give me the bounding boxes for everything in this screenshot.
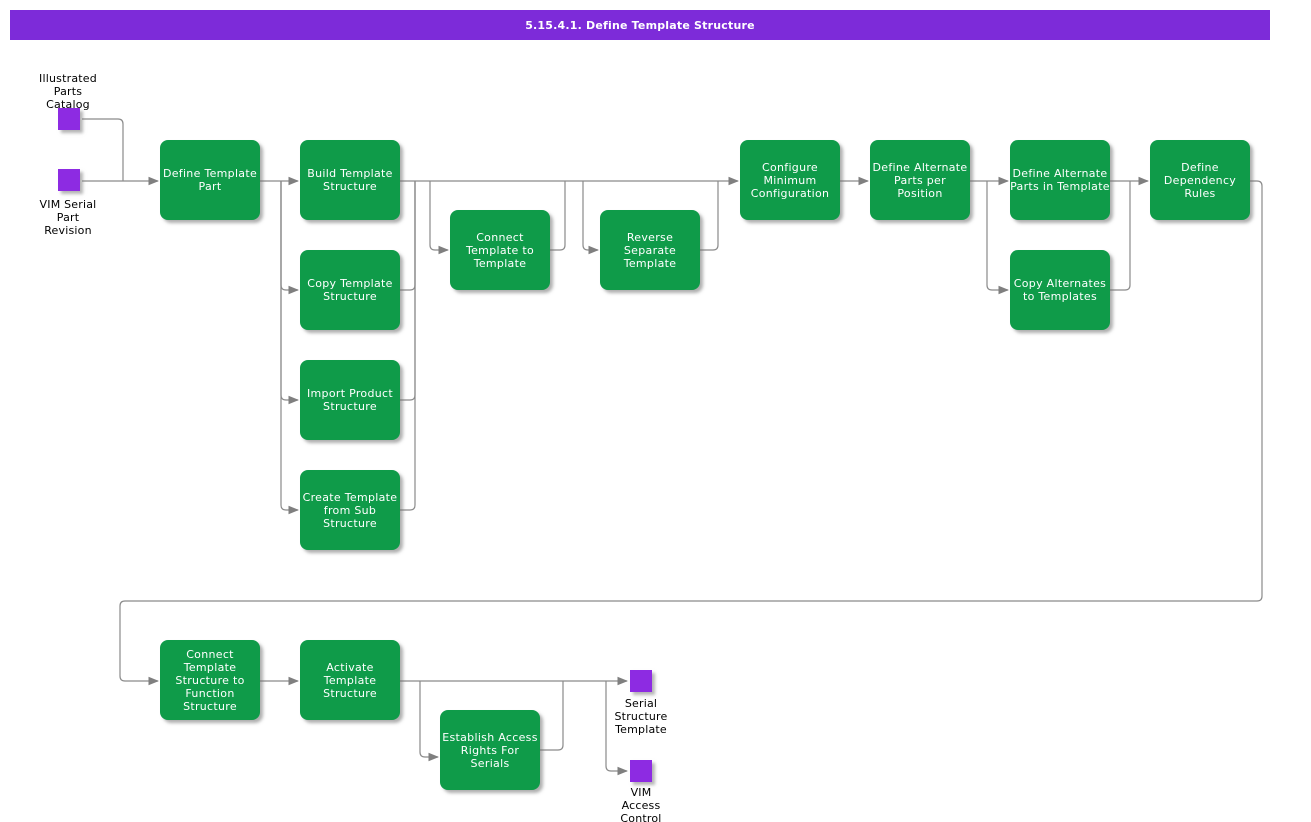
task-define-template-part[interactable]: Define Template Part (160, 140, 260, 220)
task-label: Activate Template Structure (323, 660, 377, 700)
task-label: Create Template from Sub Structure (302, 490, 398, 530)
task-establish-access-rights-for-serials[interactable]: Establish Access Rights For Serials (440, 710, 540, 790)
task-label: Connect Template to Template (465, 230, 535, 270)
vim-serial-part-revision-icon[interactable] (58, 169, 80, 191)
artifact-label-serial-structure-template: Serial Structure Template (614, 697, 668, 736)
task-label: Define Alternate Parts in Template (1010, 167, 1110, 193)
page-title: 5.15.4.1. Define Template Structure (10, 10, 1270, 40)
task-label: Define Template Part (162, 167, 258, 193)
task-configure-minimum-configuration[interactable]: Configure Minimum Configuration (740, 140, 840, 220)
task-label: Establish Access Rights For Serials (442, 730, 538, 770)
task-reverse-separate-template[interactable]: Reverse Separate Template (600, 210, 700, 290)
task-build-template-structure[interactable]: Build Template Structure (300, 140, 400, 220)
serial-structure-template-icon[interactable] (630, 670, 652, 692)
task-label: Copy Alternates to Templates (1013, 277, 1107, 303)
task-copy-template-structure[interactable]: Copy Template Structure (300, 250, 400, 330)
illustrated-parts-catalog-icon[interactable] (58, 108, 80, 130)
task-connect-template-structure-to-function-structure[interactable]: Connect Template Structure to Function S… (160, 640, 260, 720)
task-label: Define Dependency Rules (1163, 160, 1237, 200)
task-copy-alternates-to-templates[interactable]: Copy Alternates to Templates (1010, 250, 1110, 330)
task-label: Build Template Structure (307, 167, 393, 193)
task-import-product-structure[interactable]: Import Product Structure (300, 360, 400, 440)
task-activate-template-structure[interactable]: Activate Template Structure (300, 640, 400, 720)
task-label: Copy Template Structure (307, 277, 393, 303)
artifact-label-vim-serial-part-revision: VIM Serial Part Revision (39, 198, 97, 237)
artifact-label-vim-access-control: VIM Access Control (620, 786, 662, 822)
task-create-template-from-sub-structure[interactable]: Create Template from Sub Structure (300, 470, 400, 550)
task-connect-template-to-template[interactable]: Connect Template to Template (450, 210, 550, 290)
task-define-dependency-rules[interactable]: Define Dependency Rules (1150, 140, 1250, 220)
task-label: Configure Minimum Configuration (750, 160, 830, 200)
task-define-alternate-parts-per-position[interactable]: Define Alternate Parts per Position (870, 140, 970, 220)
task-define-alternate-parts-in-template[interactable]: Define Alternate Parts in Template (1010, 140, 1110, 220)
task-label: Import Product Structure (307, 387, 393, 413)
task-label: Define Alternate Parts per Position (872, 160, 968, 200)
vim-access-control-icon[interactable] (630, 760, 652, 782)
artifact-label-illustrated-parts-catalog: Illustrated Parts Catalog (39, 72, 97, 111)
task-label: Reverse Separate Template (623, 230, 677, 270)
task-label: Connect Template Structure to Function S… (175, 647, 245, 713)
